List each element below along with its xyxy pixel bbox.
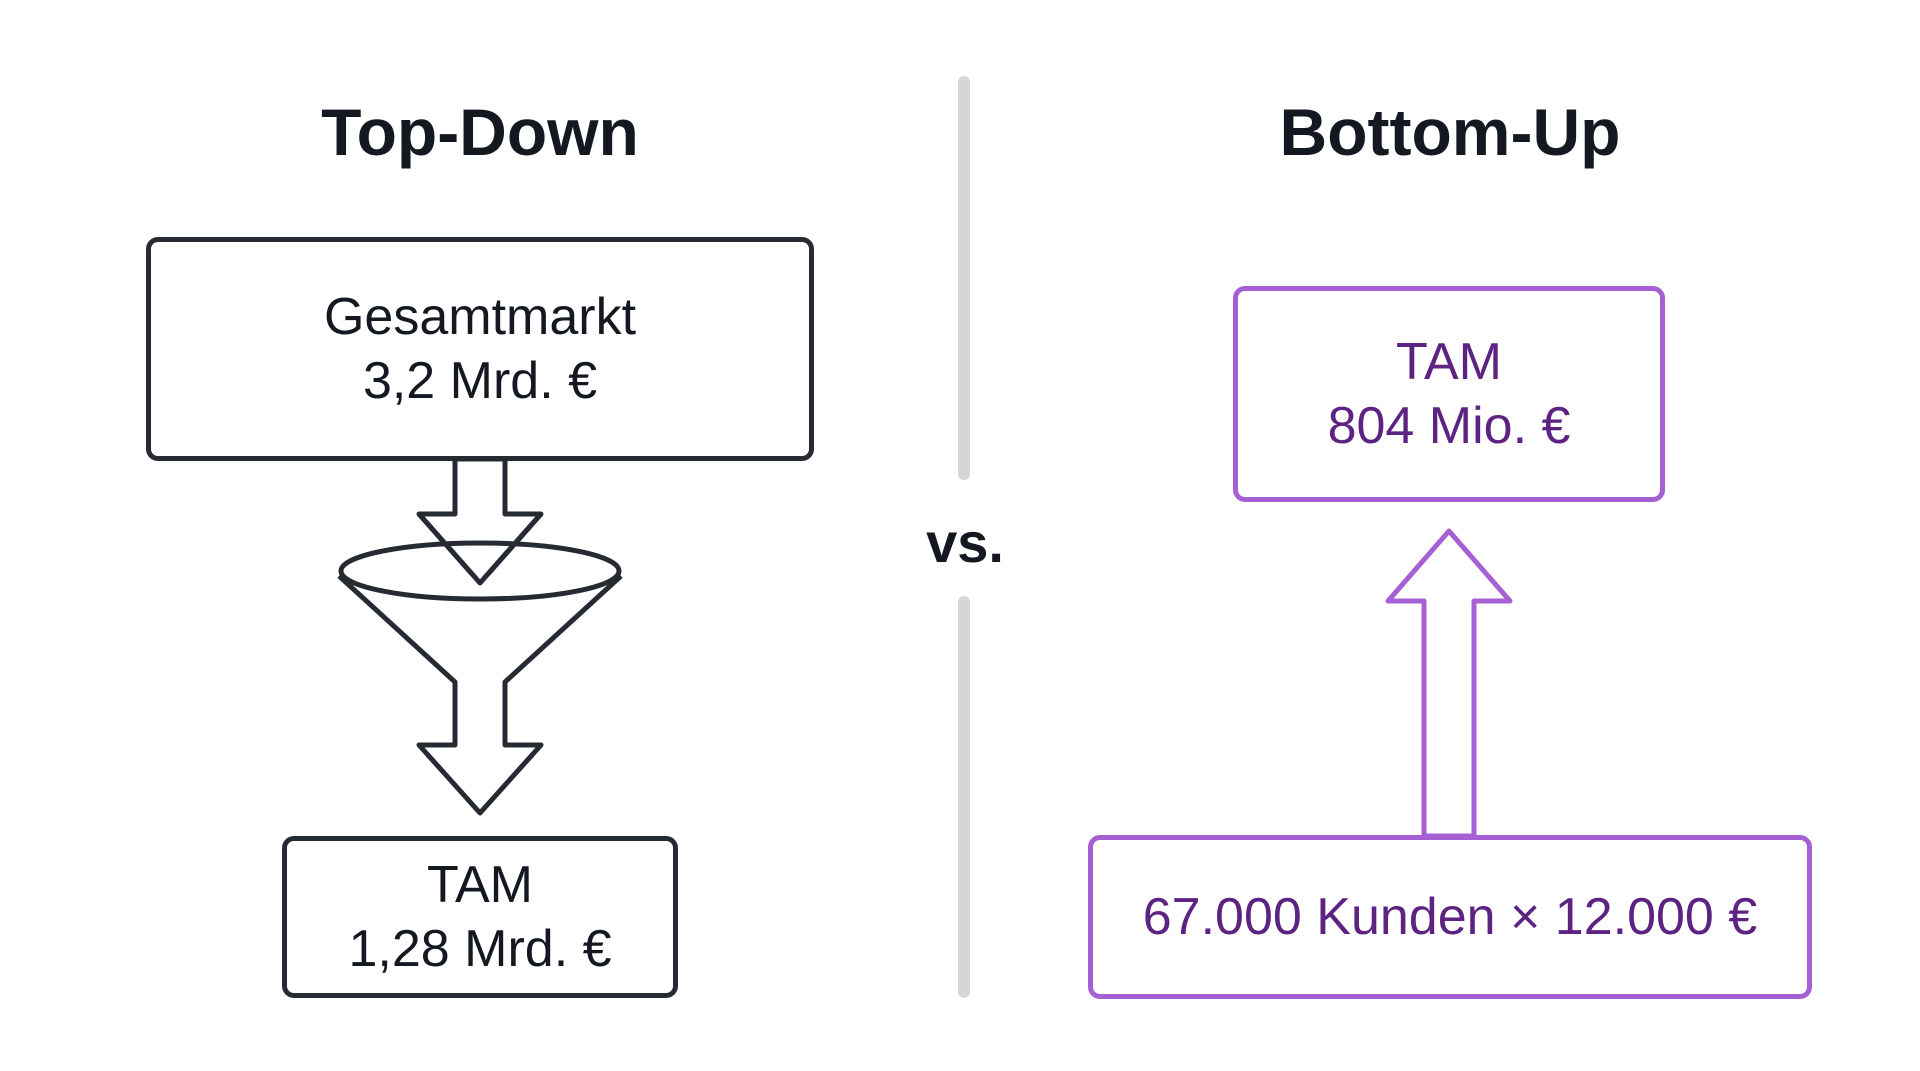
bottom-up-tam-value: 804 Mio. € <box>1327 397 1571 455</box>
bottom-up-tam-label: TAM <box>1396 333 1502 391</box>
funnel-icon <box>337 512 623 816</box>
vs-label: vs. <box>926 511 1004 574</box>
top-down-tam-box: TAM 1,28 Mrd. € <box>282 836 678 998</box>
top-down-title: Top-Down <box>321 95 639 169</box>
top-down-tam-label: TAM <box>427 856 533 914</box>
customers-calculation-box: 67.000 Kunden × 12.000 € <box>1088 835 1812 999</box>
bottom-up-title: Bottom-Up <box>1279 95 1621 169</box>
gesamtmarkt-value: 3,2 Mrd. € <box>362 352 598 410</box>
arrow-down-icon <box>416 456 544 586</box>
gesamtmarkt-label: Gesamtmarkt <box>323 288 637 346</box>
arrow-up-icon <box>1385 528 1513 839</box>
customers-calculation-text: 67.000 Kunden × 12.000 € <box>1142 888 1758 946</box>
bottom-up-tam-box: TAM 804 Mio. € <box>1233 286 1665 502</box>
top-down-tam-value: 1,28 Mrd. € <box>348 920 612 978</box>
gesamtmarkt-box: Gesamtmarkt 3,2 Mrd. € <box>146 237 814 461</box>
